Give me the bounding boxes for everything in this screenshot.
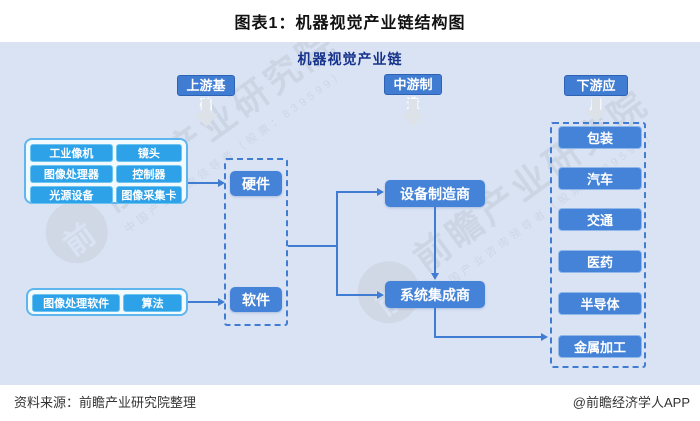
arrowhead-right-icon xyxy=(218,179,225,187)
equipment-manufacturer-node: 设备制造商 xyxy=(385,180,485,207)
connector-line xyxy=(434,207,436,274)
component-image-processor: 图像处理器 xyxy=(30,165,113,183)
system-integrator-node: 系统集成商 xyxy=(385,281,485,308)
diagram-panel: 前瞻产业研究院 中国产业咨询领导者（股票：839599） 前瞻产业研究院 中国产… xyxy=(0,42,700,385)
connector-line xyxy=(288,245,338,247)
arrowhead-right-icon xyxy=(541,333,548,341)
app-automotive: 汽车 xyxy=(558,167,642,190)
hardware-node: 硬件 xyxy=(230,171,282,196)
software-node: 软件 xyxy=(230,287,282,312)
hardware-components-group: 工业像机 镜头 图像处理器 控制器 光源设备 图像采集卡 xyxy=(24,138,188,204)
hw-sw-dashed-box xyxy=(224,158,288,326)
connector-line xyxy=(336,191,378,193)
app-packaging: 包装 xyxy=(558,126,642,149)
connector-line xyxy=(434,308,436,338)
arrowhead-right-icon xyxy=(377,188,384,196)
diagram-title: 机器视觉产业链 xyxy=(297,51,403,67)
component-algorithm: 算法 xyxy=(123,294,182,312)
stage-badge-downstream: 下游应用 xyxy=(564,75,628,112)
app-traffic: 交通 xyxy=(558,208,642,231)
credit-note: @前瞻经济学人APP xyxy=(572,395,690,410)
connector-line xyxy=(188,301,219,303)
connector-line xyxy=(434,336,542,338)
stage-badge-upstream: 上游基础 xyxy=(177,75,235,112)
arrowhead-down-icon xyxy=(431,273,439,280)
page-title: 图表1：机器视觉产业链结构图 xyxy=(234,15,466,32)
down-block-arrow-icon xyxy=(584,98,608,122)
arrowhead-right-icon xyxy=(218,298,225,306)
stage-badge-midstream: 中游制造 xyxy=(384,74,442,111)
down-block-arrow-icon xyxy=(401,99,425,127)
down-block-arrow-icon xyxy=(194,99,218,127)
connector-line xyxy=(188,182,219,184)
component-image-software: 图像处理软件 xyxy=(32,294,121,312)
connector-line xyxy=(336,191,338,296)
app-pharma: 医药 xyxy=(558,250,642,273)
component-lens: 镜头 xyxy=(115,144,182,162)
component-industrial-camera: 工业像机 xyxy=(30,144,113,162)
connector-line xyxy=(336,294,378,296)
component-light-source: 光源设备 xyxy=(30,186,113,204)
app-metal-processing: 金属加工 xyxy=(558,335,642,358)
software-components-group: 图像处理软件 算法 xyxy=(26,288,188,316)
applications-dashed-box xyxy=(550,122,646,368)
app-semiconductor: 半导体 xyxy=(558,292,642,315)
component-frame-grabber: 图像采集卡 xyxy=(115,186,182,204)
source-note: 资料来源：前瞻产业研究院整理 xyxy=(14,395,197,410)
arrowhead-right-icon xyxy=(377,291,384,299)
component-controller: 控制器 xyxy=(115,165,182,183)
